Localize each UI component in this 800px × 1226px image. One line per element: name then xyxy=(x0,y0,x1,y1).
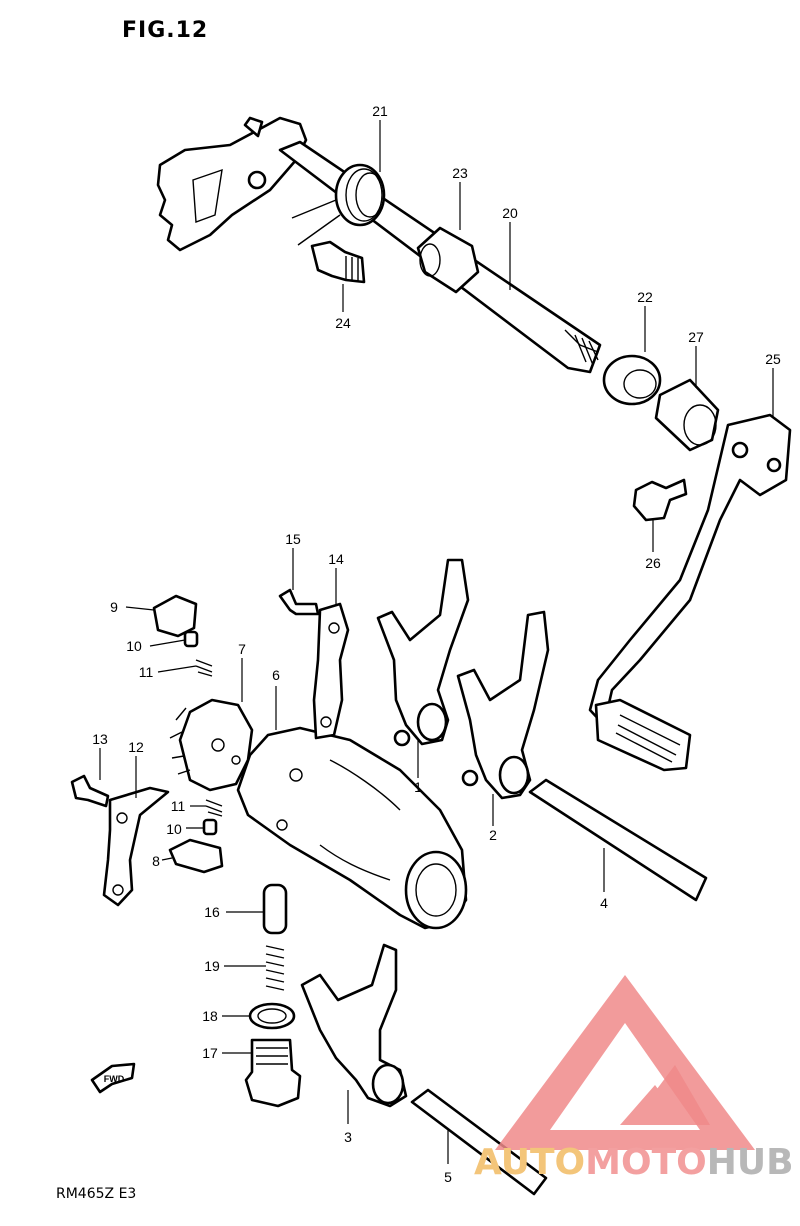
gasket xyxy=(248,1002,296,1030)
fork-shaft-5 xyxy=(410,1088,548,1196)
part-number-10b: 10 xyxy=(166,821,182,837)
part-number-12: 12 xyxy=(128,739,144,755)
part-number-13: 13 xyxy=(92,731,108,747)
leader-lines xyxy=(99,120,774,1164)
shift-cam xyxy=(178,698,254,792)
lower-parts xyxy=(90,883,548,1196)
bushing xyxy=(654,378,720,452)
shift-fork-2 xyxy=(456,610,550,800)
part-number-14: 14 xyxy=(328,551,344,567)
watermark-text: AUTOMOTOHUB xyxy=(474,1142,794,1183)
part-number-11b: 11 xyxy=(171,798,186,814)
shift-fork-3 xyxy=(300,943,408,1108)
forward-label: FWD xyxy=(104,1074,125,1084)
pin-10b xyxy=(202,818,218,836)
part-number-9: 9 xyxy=(110,599,118,615)
part-number-25: 25 xyxy=(765,351,781,367)
forward-direction-arrow xyxy=(90,1062,136,1094)
part-number-8: 8 xyxy=(152,853,160,869)
part-number-24: 24 xyxy=(335,315,351,331)
figure-title: FIG.12 xyxy=(122,18,209,43)
pin-10a xyxy=(183,630,199,648)
part-number-11a: 11 xyxy=(139,664,154,680)
shift-drum-assembly xyxy=(70,588,468,930)
part-number-19: 19 xyxy=(204,958,220,974)
stopper-screw xyxy=(70,774,110,808)
part-number-6: 6 xyxy=(272,667,280,683)
oil-seal xyxy=(602,354,662,406)
return-spring xyxy=(334,163,386,227)
neutral-pin xyxy=(262,883,288,935)
part-number-15: 15 xyxy=(285,531,301,547)
watermark-word-auto: AUTO xyxy=(474,1142,586,1183)
part-number-27: 27 xyxy=(688,329,704,345)
part-number-17: 17 xyxy=(202,1045,218,1061)
shift-fork-1 xyxy=(376,558,470,746)
shaft-bolt xyxy=(310,240,366,284)
watermark-word-hub: HUB xyxy=(706,1142,794,1183)
part-number-18: 18 xyxy=(202,1008,218,1024)
part-number-7: 7 xyxy=(238,641,246,657)
part-number-1: 1 xyxy=(414,779,422,795)
model-code: RM465Z E3 xyxy=(56,1186,137,1202)
plate-screw xyxy=(278,588,320,616)
shift-shaft-assembly xyxy=(156,116,720,452)
spring-11b xyxy=(205,799,223,817)
stopper-lever xyxy=(102,786,170,907)
part-number-5: 5 xyxy=(444,1169,452,1185)
gear-position-cap xyxy=(152,594,198,638)
watermark-logo xyxy=(495,975,755,1150)
part-number-20: 20 xyxy=(502,205,518,221)
part-numbers: 1 2 3 4 5 6 7 8 9 10 10 11 11 12 13 14 1… xyxy=(92,103,781,1185)
shift-forks xyxy=(376,558,708,902)
part-number-22: 22 xyxy=(637,289,653,305)
part-number-3: 3 xyxy=(344,1129,352,1145)
part-number-21: 21 xyxy=(372,103,388,119)
part-number-10a: 10 xyxy=(126,638,142,654)
shift-shaft-plate xyxy=(156,116,308,252)
shift-lever-pedal xyxy=(594,698,692,772)
spring-11a xyxy=(195,659,213,677)
watermark-word-moto: MOTO xyxy=(585,1142,707,1183)
fork-shaft-4 xyxy=(528,778,708,902)
shift-lever xyxy=(588,413,792,772)
part-number-16: 16 xyxy=(204,904,220,920)
lever-bolt xyxy=(632,478,688,522)
part-number-26: 26 xyxy=(645,555,661,571)
gear-stopper xyxy=(168,838,224,874)
part-number-23: 23 xyxy=(452,165,468,181)
cam-stopper-plate xyxy=(312,602,350,740)
drain-plug xyxy=(244,1038,302,1108)
part-number-2: 2 xyxy=(489,827,497,843)
part-number-4: 4 xyxy=(600,895,608,911)
neutral-spring xyxy=(265,945,285,991)
